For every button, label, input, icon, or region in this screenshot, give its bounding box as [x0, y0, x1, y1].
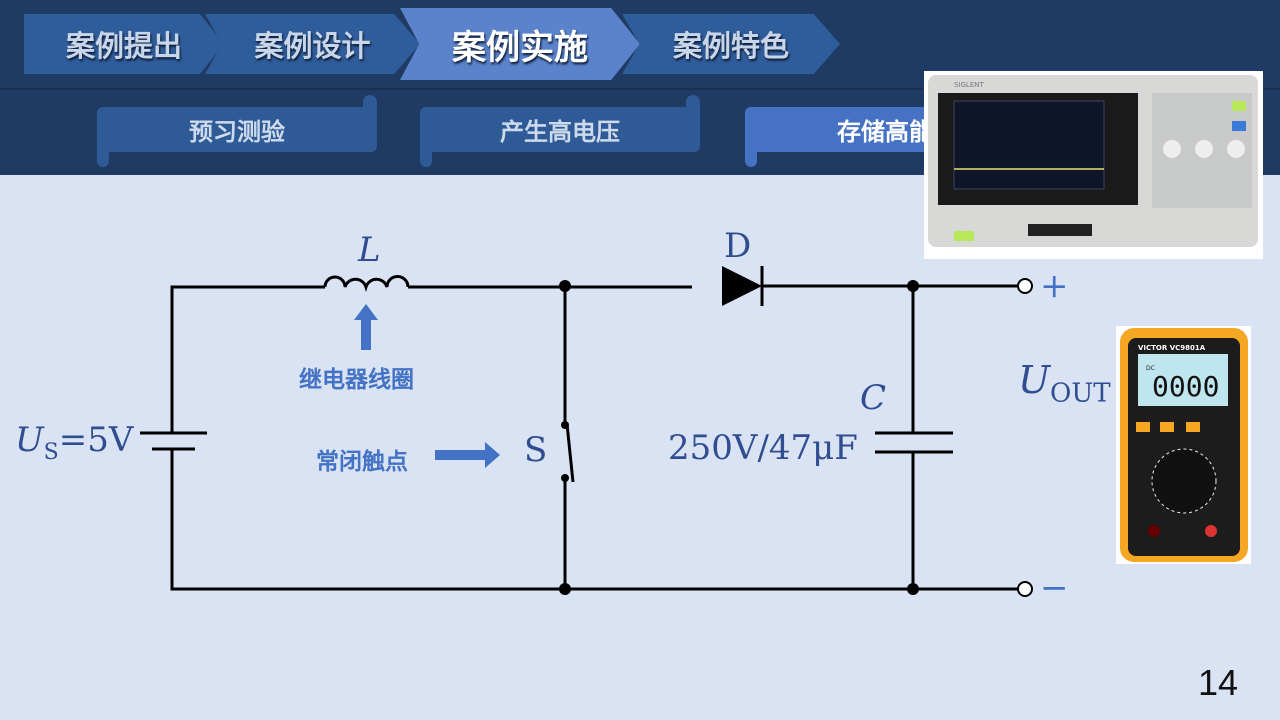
u-symbol: U [15, 420, 44, 460]
switch-lever [565, 423, 575, 483]
multimeter-image: VICTOR VC9801A DC 0000 [1116, 326, 1251, 564]
subscript: OUT [1050, 378, 1111, 409]
output-terminal-minus [1017, 581, 1033, 597]
page-number: 14 [1198, 662, 1239, 703]
diode-label: D [724, 226, 752, 266]
brand-text: VICTOR VC9801A [1138, 344, 1206, 352]
output-terminal-plus [1017, 278, 1033, 294]
subscript: S [43, 439, 59, 465]
tab-label: 案例实施 [452, 27, 588, 68]
u-symbol: U [1018, 358, 1051, 402]
switch-label: S [524, 430, 548, 470]
inductor-coil [323, 275, 410, 293]
tab-case-features[interactable]: 案例特色 [622, 14, 840, 74]
inductor-label: L [358, 230, 381, 270]
arrow-up-icon [354, 304, 378, 350]
tab-label: 案例特色 [672, 29, 789, 63]
capacitor-label: C [860, 378, 887, 418]
tab-case-implementation[interactable]: 案例实施 [400, 8, 640, 80]
subtab-high-voltage[interactable]: 产生高电压 [420, 95, 700, 167]
display-reading: 0000 [1152, 370, 1219, 403]
tab-case-proposal[interactable]: 案例提出 [24, 14, 224, 74]
nc-contact-label: 常闭触点 [316, 449, 408, 475]
subtab-label: 预习测验 [189, 118, 285, 146]
wire-bottom [170, 449, 1018, 591]
tab-label: 案例设计 [254, 29, 371, 63]
source-voltage-label: US=5V [15, 420, 133, 465]
diode-triangle [722, 266, 762, 306]
multimeter-graphic: VICTOR VC9801A DC 0000 [1120, 328, 1248, 562]
plus-sign: + [1040, 266, 1069, 306]
minus-sign: − [1040, 568, 1069, 608]
output-voltage-label: UOUT [1018, 358, 1111, 409]
subtab-label: 产生高电压 [500, 118, 620, 146]
capacitor-plates [875, 431, 953, 454]
capacitor-value: 250V/47μF [668, 428, 858, 468]
tab-label: 案例提出 [65, 29, 182, 63]
oscilloscope-image: SIGLENT [924, 71, 1263, 259]
source-value: =5V [58, 420, 134, 460]
brand-text: SIGLENT [954, 81, 984, 89]
svg-text:DC: DC [1146, 365, 1155, 372]
divider [0, 88, 1280, 90]
wire-top-left [170, 285, 692, 433]
relay-coil-label: 继电器线圈 [299, 367, 414, 393]
subtab-label: 存储高能 [837, 118, 933, 146]
arrow-right-icon [435, 442, 500, 468]
oscilloscope-graphic: SIGLENT [928, 75, 1258, 247]
subtab-preview-quiz[interactable]: 预习测验 [97, 95, 377, 167]
tab-case-design[interactable]: 案例设计 [205, 14, 420, 74]
